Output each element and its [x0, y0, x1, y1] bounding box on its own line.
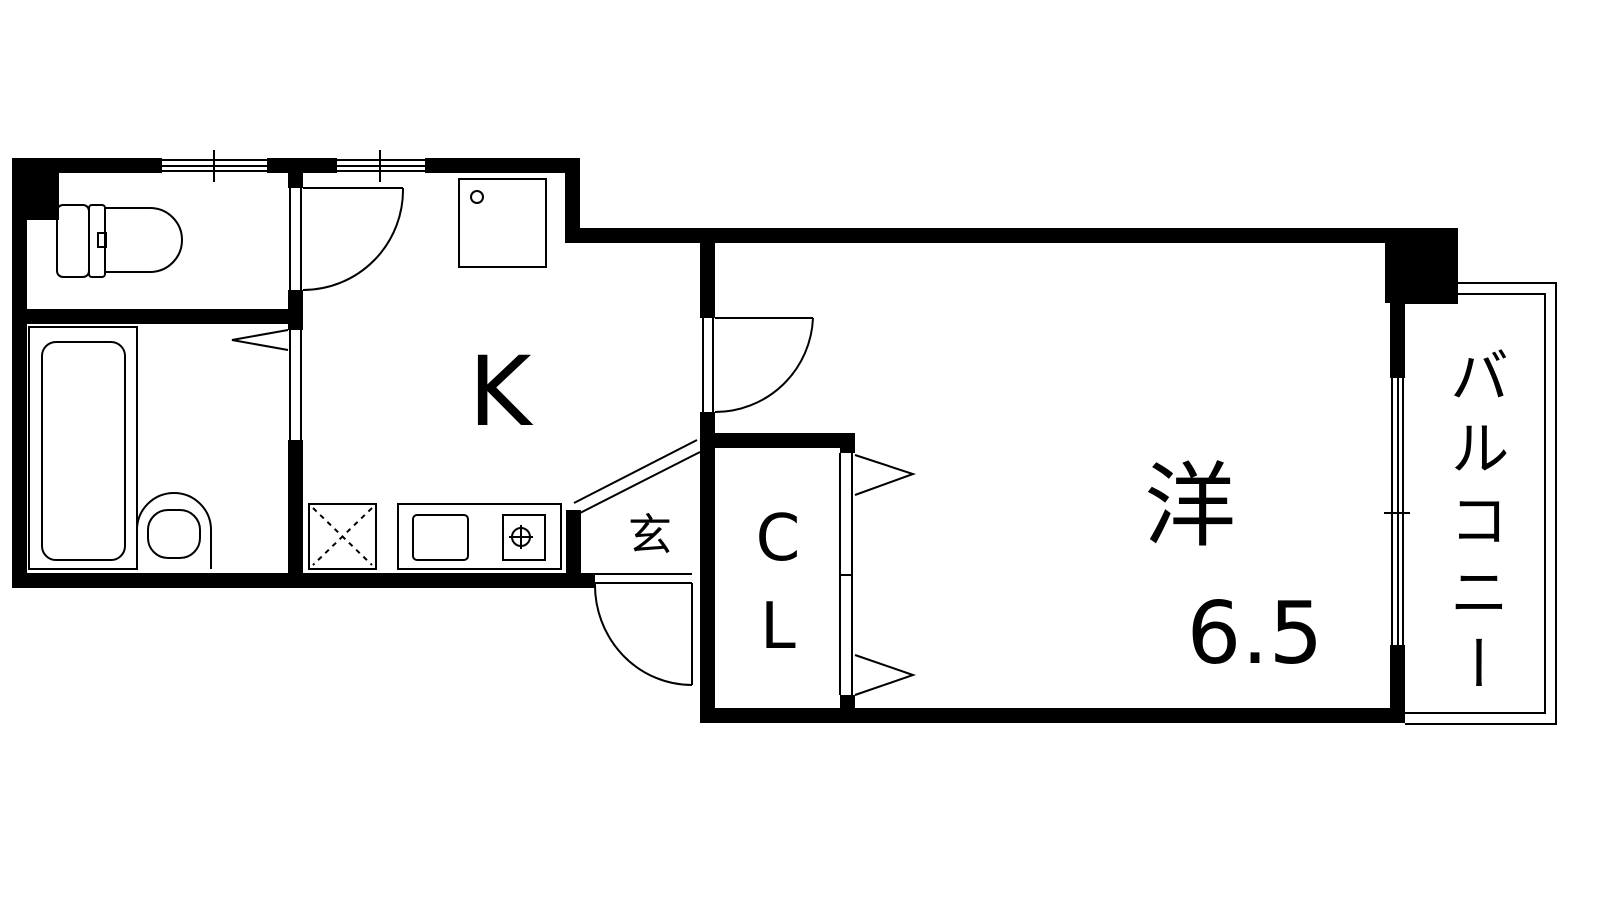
door-bath	[231, 329, 302, 440]
balcony-outline	[1405, 282, 1557, 725]
fixtures	[28, 178, 562, 570]
wall-closet-top	[700, 433, 855, 448]
wall-bottom-main	[700, 708, 1405, 723]
wall-kitchen-right	[565, 158, 580, 243]
wall-closet-right-top	[840, 433, 855, 453]
closet-label-top: C	[756, 502, 801, 576]
room-labels: K 洋 6.5 C L 玄 バルコニー	[469, 336, 1509, 705]
washbasin-icon	[136, 492, 212, 569]
wall-wc-bath	[12, 309, 303, 324]
wall-partition-1	[700, 240, 715, 318]
door-closet	[839, 453, 917, 696]
wall-left	[12, 158, 27, 588]
western-room-label: 洋	[1144, 453, 1236, 560]
door-wc	[289, 187, 405, 291]
door-entrance	[593, 573, 693, 686]
wall-wc-right	[288, 158, 303, 188]
windows	[162, 150, 1410, 645]
entrance-step	[573, 439, 701, 514]
kitchen-label: K	[469, 336, 534, 448]
wall-entrance-left	[566, 510, 581, 588]
wall-right-bottom	[1390, 645, 1405, 723]
washing-machine-space-icon	[308, 503, 377, 570]
stove-icon	[502, 514, 546, 561]
wall-partition-2	[700, 412, 715, 722]
western-room-size: 6.5	[1187, 584, 1324, 684]
wall-right-top	[1390, 228, 1405, 378]
door-room	[702, 317, 814, 414]
wall-top-3	[425, 158, 580, 173]
window-balcony	[1384, 378, 1410, 645]
walls	[12, 158, 1458, 723]
closet-label-bottom: L	[760, 590, 796, 664]
balcony-label: バルコニー	[1439, 345, 1509, 705]
doors	[231, 187, 917, 696]
wall-top-1	[12, 158, 162, 173]
wall-bath-right	[288, 440, 303, 588]
wall-bottom-left	[12, 573, 595, 588]
window-wc	[162, 150, 267, 182]
wall-top-main	[565, 228, 1458, 243]
kitchen-counter-icon	[397, 503, 562, 570]
refrigerator-space-icon	[458, 178, 547, 268]
entrance-label: 玄	[628, 510, 672, 561]
toilet-icon	[56, 204, 183, 278]
window-kitchen	[337, 150, 425, 182]
bathtub-icon	[28, 326, 138, 570]
